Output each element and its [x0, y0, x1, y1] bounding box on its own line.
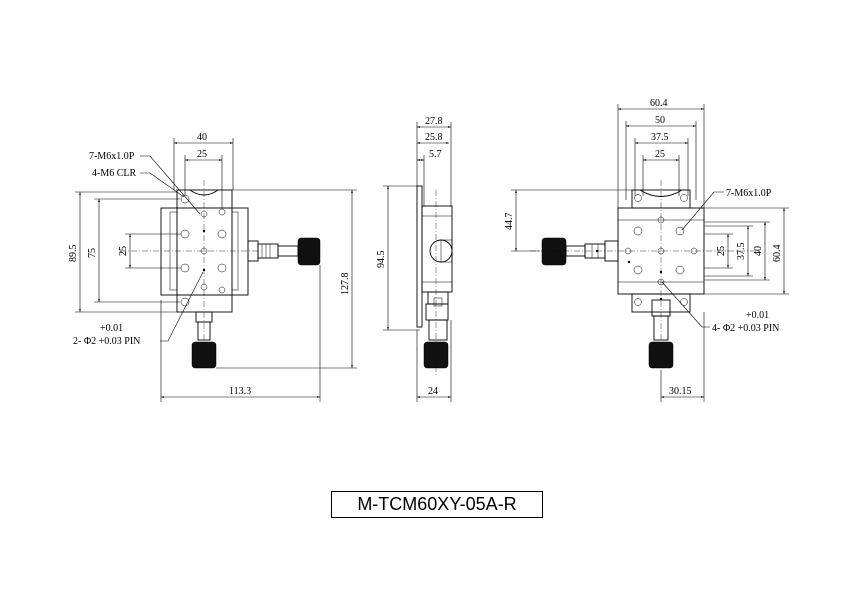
model-title: M-TCM60XY-05A-R [331, 491, 543, 518]
top-dim-right-3: 40 [753, 246, 764, 256]
top-dim-left: 44.7 [504, 213, 515, 231]
front-dim-top-inner: 25 [197, 149, 207, 160]
top-pin-note: 4- Φ2 +0.03 PIN [712, 323, 779, 334]
side-stage [421, 205, 453, 293]
side-body [416, 185, 423, 328]
side-dim-height: 94.5 [376, 251, 387, 269]
top-dim-1: 60.4 [650, 98, 668, 109]
top-dim-2: 50 [655, 115, 665, 126]
side-dim-a: 27.8 [425, 116, 443, 127]
front-pin-tolerance: +0.01 [100, 323, 123, 334]
front-micrometer-right [247, 237, 321, 266]
front-dim-top-outer: 40 [197, 132, 207, 143]
top-callout-thread: 7-M6x1.0P [726, 188, 772, 199]
top-dim-3: 37.5 [651, 132, 669, 143]
top-dim-right-2: 37.5 [736, 243, 747, 261]
front-callout-clr: 4-M6 CLR [92, 168, 137, 179]
top-dim-bottom: 30.15 [669, 386, 692, 397]
front-view: 40 25 7-M6x1.0P 4-M6 CLR 89.5 75 25 127.… [68, 132, 357, 402]
side-dim-c: 5.7 [429, 149, 442, 160]
top-dim-right-4: 60.4 [772, 245, 783, 263]
front-dim-right-height: 127.8 [340, 273, 351, 296]
top-dim-right-1: 25 [716, 246, 727, 256]
side-dim-b: 25.8 [425, 132, 443, 143]
front-dim-left-inner: 25 [118, 246, 129, 256]
side-dim-bottom: 24 [428, 386, 438, 397]
side-view: 27.8 25.8 5.7 94.5 24 [376, 116, 453, 402]
front-pin-note: 2- Φ2 +0.03 PIN [73, 336, 140, 347]
front-dim-bottom-width: 113.3 [229, 386, 251, 397]
front-callout-thread: 7-M6x1.0P [89, 151, 135, 162]
top-pin-tolerance: +0.01 [746, 310, 769, 321]
front-dim-left-mid: 75 [87, 248, 98, 258]
top-dim-4: 25 [655, 149, 665, 160]
front-base-plate [160, 207, 249, 296]
top-view: 60.4 50 37.5 25 7-M6x1.0P 44.7 25 37.5 4 [504, 98, 789, 402]
front-holes [180, 194, 227, 307]
top-micrometer-left [541, 237, 619, 266]
front-dim-left-outer: 89.5 [68, 245, 79, 263]
